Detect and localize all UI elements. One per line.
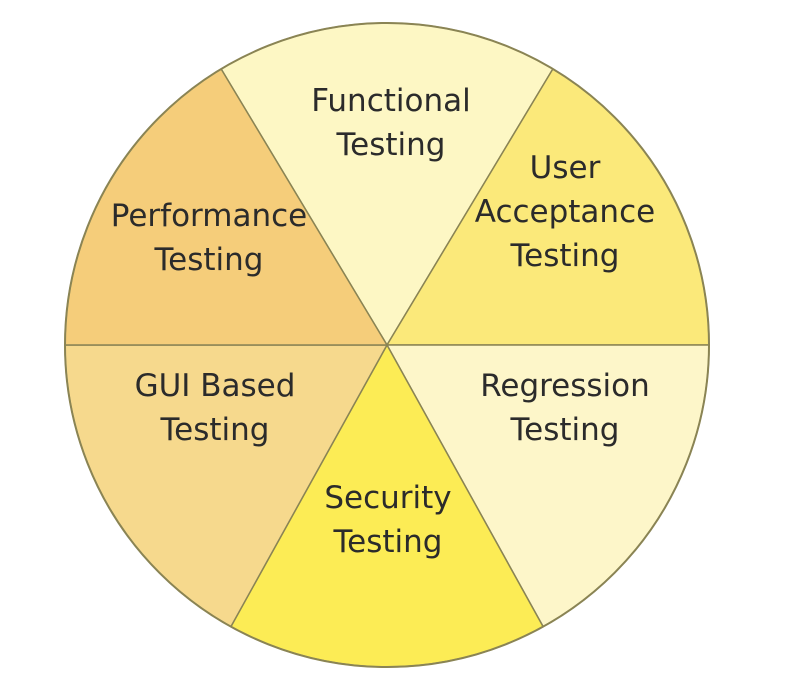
label-functional-line: Testing <box>336 127 446 163</box>
label-user-acceptance-line: User <box>530 150 601 186</box>
label-regression-line: Regression <box>480 368 650 404</box>
label-security-line: Testing <box>333 524 443 560</box>
label-gui-based-line: Testing <box>160 412 270 448</box>
wheel-outline <box>64 22 710 668</box>
label-performance-line: Testing <box>154 242 264 278</box>
label-security-line: Security <box>324 480 451 516</box>
label-functional-line: Functional <box>311 83 470 119</box>
label-user-acceptance-line: Testing <box>510 238 620 274</box>
label-performance-line: Performance <box>111 198 307 234</box>
label-regression-line: Testing <box>510 412 620 448</box>
label-gui-based-line: GUI Based <box>135 368 296 404</box>
wheel-segments <box>64 22 710 668</box>
label-user-acceptance-line: Acceptance <box>475 194 655 230</box>
